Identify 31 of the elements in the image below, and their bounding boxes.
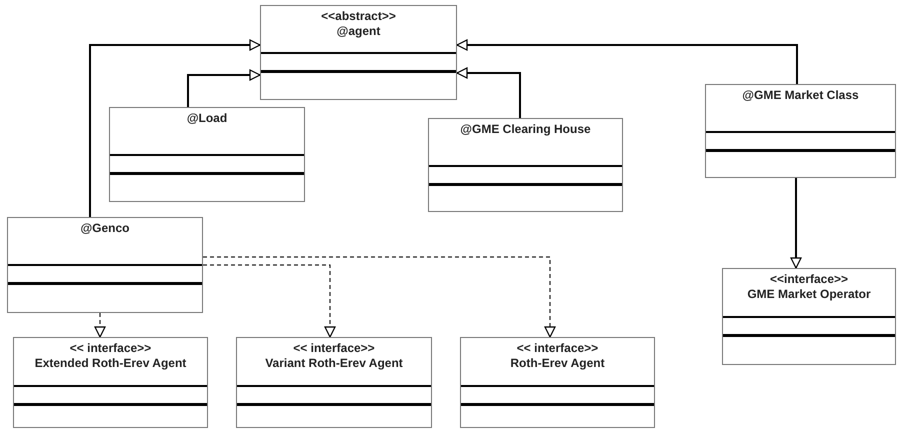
dashed-arrow (94, 312, 106, 338)
stereotype-label: <<abstract>> (320, 9, 397, 24)
stereotype-label: << interface>> (516, 341, 600, 356)
class-box (260, 5, 457, 100)
class-box (7, 217, 203, 313)
class-box (705, 84, 896, 178)
arrow (456, 67, 521, 118)
class-name: @Genco (79, 221, 131, 236)
stereotype-label: << interface>> (292, 341, 376, 356)
class-name: Variant Roth-Erev Agent (264, 356, 404, 371)
dashed-arrow (202, 256, 556, 338)
arrow (456, 39, 798, 84)
class-name: @GME Market Class (741, 88, 860, 103)
class-name: @Load (186, 111, 228, 126)
arrow (187, 69, 261, 107)
class-box (109, 107, 305, 202)
class-box (722, 268, 896, 365)
stereotype-label: << interface>> (68, 341, 152, 356)
class-box (460, 337, 655, 428)
class-name: @agent (336, 24, 382, 39)
dashed-arrow (202, 264, 336, 338)
class-box (13, 337, 208, 428)
class-name: @GME Clearing House (459, 122, 592, 137)
stereotype-label: <<interface>> (768, 272, 850, 287)
arrow (790, 178, 802, 269)
class-name: GME Market Operator (746, 287, 872, 302)
class-box (236, 337, 432, 428)
class-box (428, 118, 623, 212)
class-name: Roth-Erev Agent (509, 356, 606, 371)
class-name: Extended Roth-Erev Agent (34, 356, 188, 371)
arrow (89, 39, 261, 217)
